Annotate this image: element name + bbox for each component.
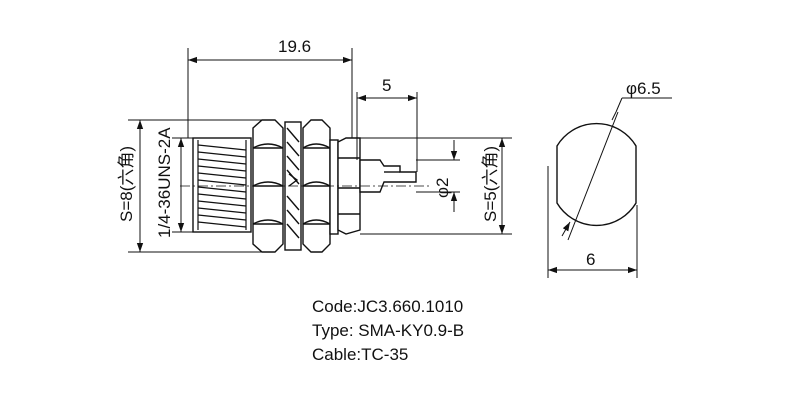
connector-side-view — [180, 119, 430, 253]
part-type: Type: SMA-KY0.9-B — [312, 321, 465, 340]
pin-diameter-label: φ2 — [433, 178, 452, 198]
end-flat-label: 6 — [586, 250, 595, 269]
center-pin — [359, 159, 417, 193]
overall-length-label: 19.6 — [278, 37, 311, 56]
connector-end-view — [556, 111, 637, 241]
thread-label: 1/4-36UNS-2A — [155, 127, 174, 238]
thread-lines — [197, 140, 247, 230]
end-view-dimensions — [547, 97, 672, 278]
pin-length-label: 5 — [382, 76, 391, 95]
part-code: Code:JC3.660.1010 — [312, 297, 464, 316]
part-cable: Cable:TC-35 — [312, 345, 409, 364]
hex-left-label: S=8(六角) — [117, 146, 136, 222]
part-caption: Code:JC3.660.1010 Type: SMA-KY0.9-B Cabl… — [312, 295, 464, 367]
end-diameter-label: φ6.5 — [626, 79, 661, 98]
hex-right-label: S=5(六角) — [481, 146, 500, 222]
dimension-lines — [128, 48, 512, 253]
